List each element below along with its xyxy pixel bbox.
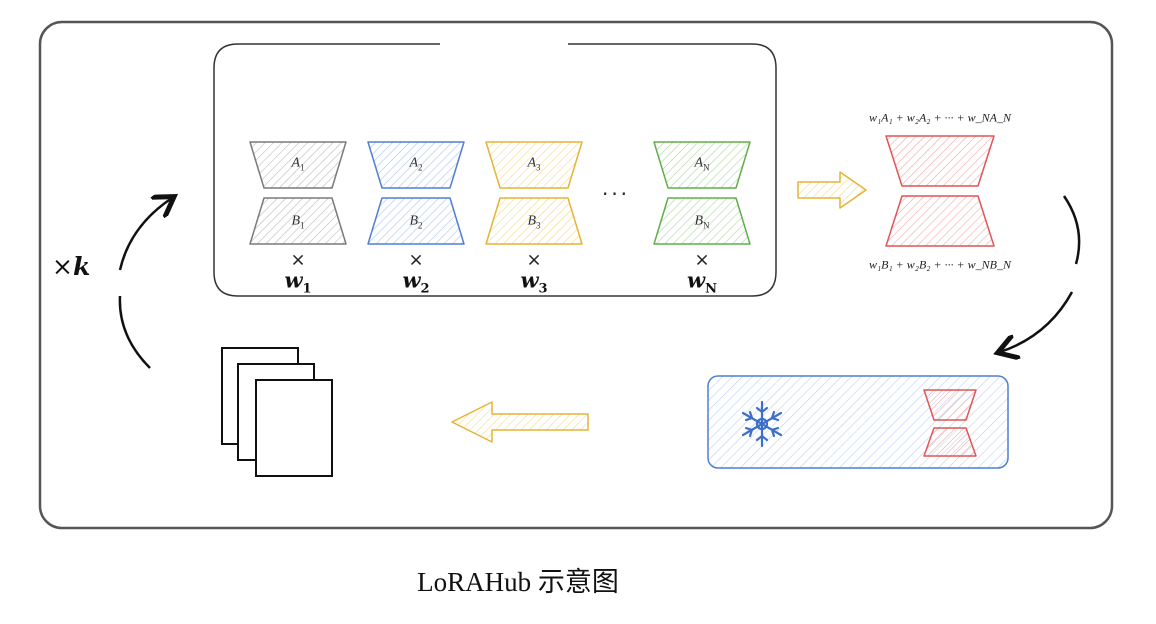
loop-count-label: ×k bbox=[52, 252, 91, 281]
outer-frame bbox=[38, 20, 1114, 530]
module-n-b-label: BN bbox=[694, 213, 710, 231]
module-2-weight: w2 bbox=[402, 267, 430, 297]
merged-a-block bbox=[885, 135, 995, 187]
module-3-times: × bbox=[526, 249, 542, 271]
loop-arrow-bottom bbox=[118, 295, 151, 369]
lora-b-block bbox=[485, 197, 583, 245]
documents-icon bbox=[221, 347, 333, 477]
module-2-b-label: B2 bbox=[409, 213, 423, 231]
merged-formula-top: w₁A₁ + w₂A₂ + ··· + w_NA_N bbox=[869, 110, 1011, 125]
merged-b-block bbox=[885, 195, 995, 247]
module-3-weight: w3 bbox=[520, 267, 548, 297]
lora-in-frozen-model bbox=[923, 389, 977, 457]
lora-a-block bbox=[367, 141, 465, 189]
module-3-b-label: B3 bbox=[527, 213, 541, 231]
merge-arrow bbox=[797, 171, 867, 209]
curve-arrow-right-bottom bbox=[1000, 291, 1074, 352]
lora-b-block bbox=[367, 197, 465, 245]
snowflake-icon bbox=[741, 400, 783, 448]
module-1-times: × bbox=[290, 249, 306, 271]
figure-caption: LoRAHub 示意图 bbox=[417, 567, 619, 597]
merged-formula-bottom: w₁B₁ + w₂B₂ + ··· + w_NB_N bbox=[869, 257, 1011, 272]
module-n-a-label: AN bbox=[694, 155, 710, 173]
lora-a-block bbox=[653, 141, 751, 189]
module-2-a-label: A2 bbox=[409, 155, 423, 173]
modules-container bbox=[213, 43, 777, 297]
lora-b-block bbox=[249, 197, 347, 245]
curve-arrow-right-top bbox=[1062, 195, 1081, 265]
lora-module-2 bbox=[367, 141, 465, 245]
module-1-b-label: B1 bbox=[291, 213, 305, 231]
lora-module-1 bbox=[249, 141, 347, 245]
module-1-a-label: A1 bbox=[291, 155, 305, 173]
lora-module-n bbox=[653, 141, 751, 245]
module-n-weight: wN bbox=[687, 267, 717, 297]
ellipsis: ··· bbox=[601, 182, 631, 206]
loop-arrow-top bbox=[118, 198, 172, 271]
merged-lora-module bbox=[885, 135, 995, 247]
module-2-times: × bbox=[408, 249, 424, 271]
lora-a-block bbox=[485, 141, 583, 189]
eval-arrow bbox=[451, 401, 589, 443]
lora-a-block bbox=[249, 141, 347, 189]
lora-b-block bbox=[653, 197, 751, 245]
module-n-times: × bbox=[694, 249, 710, 271]
module-3-a-label: A3 bbox=[527, 155, 541, 173]
lora-module-3 bbox=[485, 141, 583, 245]
module-1-weight: w1 bbox=[284, 267, 312, 297]
